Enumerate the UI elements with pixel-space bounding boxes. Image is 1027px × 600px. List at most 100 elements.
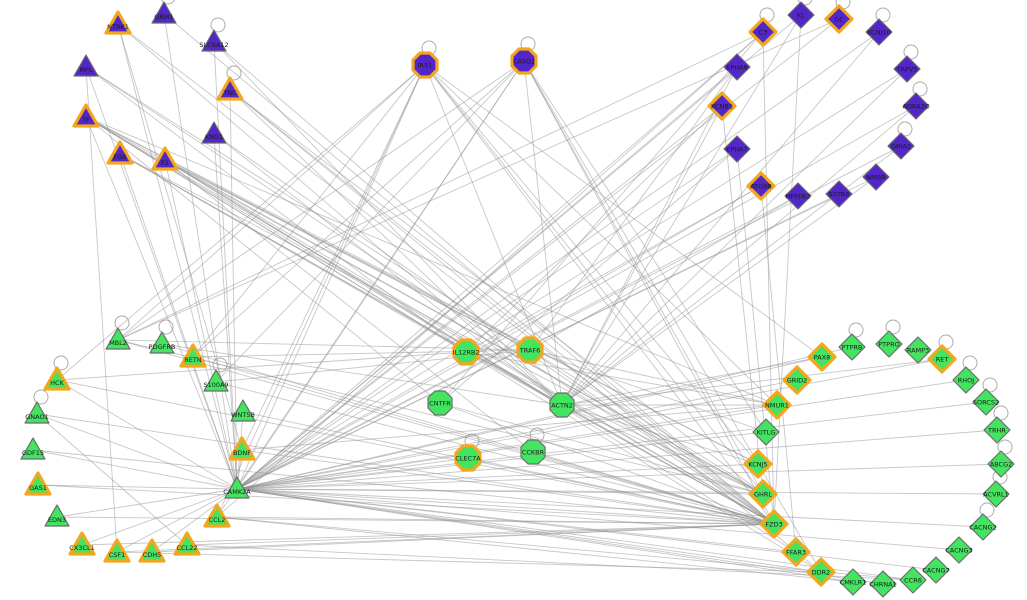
edge-CASQ2-ACTN2: [523, 60, 563, 406]
node-NPFFR2[interactable]: NPFFR2: [784, 182, 812, 210]
node-PTPRO[interactable]: PTPRO: [875, 330, 903, 358]
edge-CCL2-FZD3: [216, 516, 775, 525]
node-KL[interactable]: KL: [787, 1, 815, 29]
edge-FGB-CAMK2A: [119, 153, 238, 490]
edge-IRS1-MBL2: [117, 64, 426, 341]
node-KITLG[interactable]: KITLG: [752, 418, 780, 446]
node-CCL2[interactable]: CCL2: [203, 503, 231, 528]
node-GAS1[interactable]: GAS1: [24, 471, 52, 496]
node-SORCS2[interactable]: SORCS2: [972, 388, 1000, 416]
node-CLEC7A[interactable]: CLEC7A: [454, 444, 482, 472]
edge-TRAF6-NMUR1: [529, 349, 778, 406]
node-HCK[interactable]: HCK: [43, 366, 71, 391]
node-FFAR3[interactable]: FFAR3: [781, 537, 811, 567]
edge-CAMK2A-RET: [236, 358, 943, 490]
node-KNG1[interactable]: KNG1: [201, 121, 227, 144]
node-CNTFR[interactable]: CNTFR: [427, 390, 453, 416]
node-TF[interactable]: TF: [72, 103, 100, 128]
node-shape-triangle: [24, 401, 50, 424]
node-shape-diamond: [825, 180, 853, 208]
node-shape-diamond: [983, 416, 1011, 444]
edge-CASQ2-RETN: [192, 60, 525, 358]
edge-FGB-IL12RB2: [119, 153, 467, 353]
node-GRIA1[interactable]: GRIA1: [887, 132, 915, 160]
edge-ACTN2-RET: [561, 358, 943, 406]
edge-CAMK2A-DDR2: [236, 488, 822, 573]
node-GRID2[interactable]: GRID2: [782, 365, 812, 395]
node-shape-triangle: [68, 531, 96, 556]
node-FGB[interactable]: FGB: [106, 140, 134, 165]
node-CACNG2[interactable]: CACNG2: [969, 513, 997, 541]
node-GC[interactable]: GC: [824, 4, 854, 34]
edge-TF-NMUR1: [85, 116, 778, 406]
node-shape-octagon: [549, 392, 575, 418]
node-shape-triangle: [106, 140, 134, 165]
edge-EPHA6-CAMK2A: [236, 66, 738, 490]
node-MBL2[interactable]: MBL2: [105, 327, 131, 350]
self-loop-GRM1: [161, 0, 175, 5]
node-ABCG2[interactable]: ABCG2: [987, 450, 1015, 478]
node-CX3CL1[interactable]: CX3CL1: [68, 531, 96, 556]
node-MPL[interactable]: MPL: [73, 54, 99, 77]
edge-EPHA6-ACTN2: [561, 66, 738, 406]
node-PTPRB[interactable]: PTPRB: [838, 333, 866, 361]
node-shape-triangle: [151, 1, 177, 24]
node-SLC6A12[interactable]: SLC6A12: [199, 29, 229, 52]
node-CACNG3[interactable]: CACNG3: [945, 536, 973, 564]
node-TRHR[interactable]: TRHR: [983, 416, 1011, 444]
edge-CASQ2-FZD3: [523, 60, 775, 525]
node-GDF15[interactable]: GDF15: [20, 437, 46, 460]
node-DDR2[interactable]: DDR2: [806, 557, 836, 587]
node-TRAF6[interactable]: TRAF6: [516, 336, 544, 364]
edge-CCL22-FZD3: [186, 523, 775, 546]
node-CCL22[interactable]: CCL22: [173, 531, 201, 556]
edge-CAMK2A-CACNG2: [236, 488, 984, 528]
node-CCR6[interactable]: CCR6: [899, 566, 927, 594]
edge-HCK-CAMK2A: [56, 379, 238, 490]
node-shape-diamond: [743, 449, 773, 479]
edge-MPL-CSF1: [85, 66, 118, 553]
edge-ATG9B-FFAR3: [760, 185, 797, 553]
node-shape-triangle: [24, 471, 52, 496]
node-SSTR4[interactable]: SSTR4: [825, 180, 853, 208]
node-ATG9B[interactable]: ATG9B: [746, 171, 776, 201]
node-shape-triangle: [73, 54, 99, 77]
node-C3[interactable]: C3: [748, 17, 778, 47]
node-KCNJ10[interactable]: KCNJ10: [865, 18, 893, 46]
edge-EPHA7-CAMK2A: [236, 148, 738, 490]
node-GRM1[interactable]: GRM1: [151, 1, 177, 24]
node-CCKBR[interactable]: CCKBR: [520, 439, 546, 465]
node-ACTN2[interactable]: ACTN2: [549, 392, 575, 418]
node-WNT5B[interactable]: WNT5B: [230, 399, 256, 422]
node-RAMP3[interactable]: RAMP3: [904, 336, 932, 364]
node-CSF1[interactable]: CSF1: [103, 538, 131, 563]
node-RET[interactable]: RET: [927, 344, 957, 374]
node-shape-triangle: [224, 476, 250, 499]
node-GNAO1[interactable]: GNAO1: [24, 401, 50, 424]
node-shape-triangle: [203, 369, 229, 392]
self-loop-PTPRO: [885, 319, 901, 335]
node-CACNG7[interactable]: CACNG7: [922, 556, 950, 584]
edge-GAS1-CAMK2A: [37, 484, 238, 490]
node-CASQ2[interactable]: CASQ2: [510, 47, 538, 75]
node-ADRA2C[interactable]: ADRA2C: [902, 92, 930, 120]
edge-CAMK2A-GRID2: [236, 379, 798, 490]
edge-GAS1-FZD3: [37, 484, 775, 525]
self-loop-SORCS2: [982, 377, 998, 393]
node-shape-triangle: [103, 538, 131, 563]
node-PDGFRB[interactable]: PDGFRB: [149, 331, 176, 354]
node-TNC[interactable]: TNC: [216, 76, 244, 101]
node-IRS1[interactable]: IRS1: [411, 51, 439, 79]
self-loop-PDGFRB: [158, 319, 174, 335]
edge-CAMK2A-RHOJ: [236, 379, 967, 490]
node-shape-triangle: [230, 399, 256, 422]
node-NTRK1[interactable]: NTRK1: [104, 10, 132, 35]
node-RHOJ[interactable]: RHOJ: [952, 366, 980, 394]
node-PAX8[interactable]: PAX8: [807, 342, 837, 372]
node-shape-diamond: [987, 450, 1015, 478]
self-loop-RHOJ: [962, 355, 978, 371]
node-NMBR[interactable]: NMBR: [862, 163, 890, 191]
node-IL12RB2[interactable]: IL12RB2: [452, 338, 480, 366]
node-shape-diamond: [904, 336, 932, 364]
